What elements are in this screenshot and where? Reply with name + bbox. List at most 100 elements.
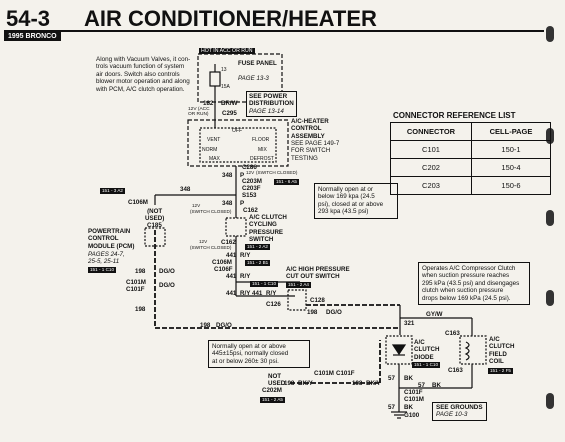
table-header-connector: CONNECTOR: [390, 122, 472, 141]
ground-g100: G100: [404, 412, 420, 419]
wire-441-d: 441: [252, 290, 263, 297]
wire-348-c: 348: [222, 200, 233, 207]
pcm-pages: PAGES 24-7,25-5, 25-11: [88, 251, 125, 266]
ref-r5: 151 - 1 C10: [250, 281, 279, 287]
wire-ry-d: R/Y: [266, 290, 277, 297]
switch-closed-b: (SWITCH CLOSED): [256, 170, 298, 175]
table-row: C203 150-6: [390, 176, 551, 195]
ref-r10: 151 - 2 A5: [260, 397, 285, 403]
table-cell: 150-4: [471, 158, 551, 177]
fuse-panel-label: FUSE PANEL: [238, 60, 277, 67]
wire-dgo-a: DG/O: [159, 268, 175, 275]
switch-closed-a: 12V: [246, 170, 255, 175]
fuse-number: 13: [221, 67, 227, 73]
wire-dgo-d: DG/O: [326, 309, 342, 316]
switch-floor: FLOOR: [252, 137, 270, 143]
wire-ry-c: R/Y: [240, 290, 251, 297]
wire-198-f: 198: [352, 380, 363, 387]
wire-bk-c: BK: [404, 404, 413, 411]
connector-c203m: C203M: [242, 178, 262, 185]
table-cell: C203: [390, 176, 472, 195]
switch-closed-c: (SWITCH CLOSED): [190, 209, 232, 214]
switch-off: OFF: [232, 128, 242, 134]
ref-r8: 151 - 2 F5: [488, 368, 513, 374]
wire-348-b: 348: [180, 186, 191, 193]
wire-bk-b: BK: [432, 382, 441, 389]
table-cell: C101: [390, 140, 472, 159]
wire-dgo-c: DG/O: [216, 322, 232, 329]
binder-hole-4: [546, 290, 554, 306]
wire-57-a: 57: [388, 375, 395, 382]
switch-12v-b: 12V: [192, 203, 201, 208]
wire-ry-a: R/Y: [240, 252, 251, 259]
wire-br-w: BR/W: [221, 100, 238, 107]
table-row: C101 150-1: [390, 140, 551, 159]
wire-441-c: 441: [226, 290, 237, 297]
wire-ry-b: R/Y: [240, 273, 251, 280]
table-cell: 150-1: [471, 140, 551, 159]
wire-57-b: 57: [418, 382, 425, 389]
connector-c162-b: C162: [221, 239, 236, 246]
wire-348-a: 348: [222, 172, 233, 179]
page-title: AIR CONDITIONER/HEATER: [84, 6, 377, 31]
connector-c101f: C101F: [126, 286, 145, 293]
wire-198-d: 198: [307, 309, 318, 316]
header-rule: [4, 30, 544, 32]
wire-bk-a: BK: [404, 375, 413, 382]
connector-c101m-b: C101M: [314, 370, 334, 377]
connector-c101f-b: C101F: [336, 370, 355, 377]
connector-c106f: C106F: [214, 266, 233, 273]
switch-norm: NORM: [202, 147, 218, 153]
connector-reference-table: CONNECTOR CELL-PAGE C101 150-1 C202 150-…: [390, 122, 551, 195]
wire-bk-y-b: BK/Y: [366, 380, 381, 387]
connector-c101m-c: C101M: [404, 396, 424, 403]
wire-gy-w: GY/W: [426, 311, 443, 318]
splice-s153: S153: [242, 192, 257, 199]
ref-r4: 151 - 2 B1: [245, 260, 271, 266]
wire-321: 321: [404, 320, 415, 327]
wire-57-c: 57: [388, 404, 395, 411]
table-row: C202 150-4: [390, 158, 551, 177]
ref-r1: 151 - 6 A5: [274, 179, 299, 185]
wire-182: 182: [203, 100, 214, 107]
binder-hole-1: [546, 26, 554, 42]
intro-note: Along with Vacuum Valves, it con-trols v…: [96, 56, 191, 93]
connector-c203f: C203F: [242, 185, 261, 192]
reference-table-title: CONNECTOR REFERENCE LIST: [393, 111, 516, 120]
ref-r3: 151 - 2 A2: [245, 244, 270, 250]
switch-mix: MIX: [258, 147, 267, 153]
model-tag: 1995 BRONCO: [4, 32, 61, 41]
wire-p-a: P: [240, 172, 245, 179]
wire-198-c: 198: [200, 322, 211, 329]
connector-c162-a: C162: [243, 207, 258, 214]
connector-c163-b: C163: [448, 367, 463, 374]
connector-c295: C295: [222, 110, 237, 117]
connector-c126: C126: [266, 301, 281, 308]
switch-defrost: DEFROST: [250, 156, 274, 162]
ref-r9: 151 - 1 C10: [412, 362, 441, 368]
fuse-rating: 15A: [221, 84, 230, 90]
switch-vent: VENT: [207, 137, 221, 143]
wire-198-a: 198: [135, 268, 146, 275]
connector-c101f-c: C101F: [404, 389, 423, 396]
wire-441-b: 441: [226, 273, 237, 280]
wire-bk-y-a: BK/Y: [298, 380, 313, 387]
connector-c286: C286: [242, 164, 257, 171]
wire-dgo-b: DG/O: [159, 282, 175, 289]
connector-c202m: C202M: [262, 387, 282, 394]
wire-198-e: 198: [284, 380, 295, 387]
